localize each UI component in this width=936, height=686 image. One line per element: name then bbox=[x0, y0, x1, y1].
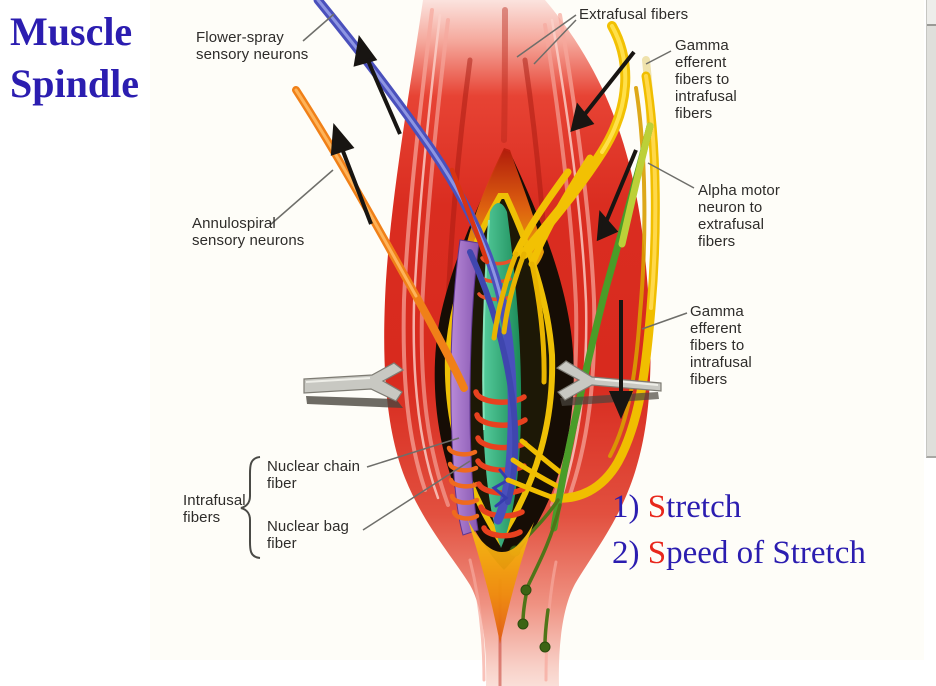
key-point-2-initial: S bbox=[647, 535, 667, 571]
vertical-scrollbar[interactable] bbox=[926, 0, 936, 458]
flower-spray-neuron-blue bbox=[313, 0, 519, 525]
key-point-1-text: tretch bbox=[666, 489, 742, 525]
label-alpha-motor-neuron: Alpha motor neuron to extrafusal fibers bbox=[698, 182, 780, 251]
key-point-2-text: peed of Stretch bbox=[666, 535, 866, 571]
page-title: Muscle Spindle bbox=[10, 9, 139, 106]
label-extrafusal-fibers: Extrafusal fibers bbox=[579, 6, 689, 23]
label-gamma-efferent-top: Gamma efferent fibers to intrafusal fibe… bbox=[675, 37, 737, 123]
key-point-1: 1) Stretch bbox=[612, 484, 866, 530]
key-points-list: 1) Stretch 2) Speed of Stretch bbox=[612, 484, 866, 576]
label-intrafusal-fibers: Intrafusal fibers bbox=[183, 492, 246, 527]
key-point-1-number: 1) bbox=[612, 489, 640, 525]
left-clamp bbox=[303, 362, 405, 408]
leader-lines bbox=[269, 13, 695, 531]
label-nuclear-bag-fiber: Nuclear bag fiber bbox=[267, 518, 349, 553]
label-annulospiral-sensory-neurons: Annulospiral sensory neurons bbox=[192, 215, 305, 250]
label-nuclear-chain-fiber: Nuclear chain fiber bbox=[267, 458, 361, 493]
stretch-arrows bbox=[330, 35, 638, 420]
capsule-lower-glow bbox=[468, 520, 534, 644]
key-point-1-initial: S bbox=[647, 489, 667, 525]
key-point-2: 2) Speed of Stretch bbox=[612, 530, 866, 576]
scrollbar-thumb[interactable] bbox=[927, 0, 936, 26]
right-clamp bbox=[555, 360, 662, 406]
intrafusal-brace bbox=[240, 456, 261, 559]
label-flower-spray-sensory-neurons: Flower-spray sensory neurons bbox=[196, 29, 309, 64]
label-gamma-efferent-right: Gamma efferent fibers to intrafusal fibe… bbox=[690, 303, 752, 389]
key-point-2-number: 2) bbox=[612, 535, 640, 571]
